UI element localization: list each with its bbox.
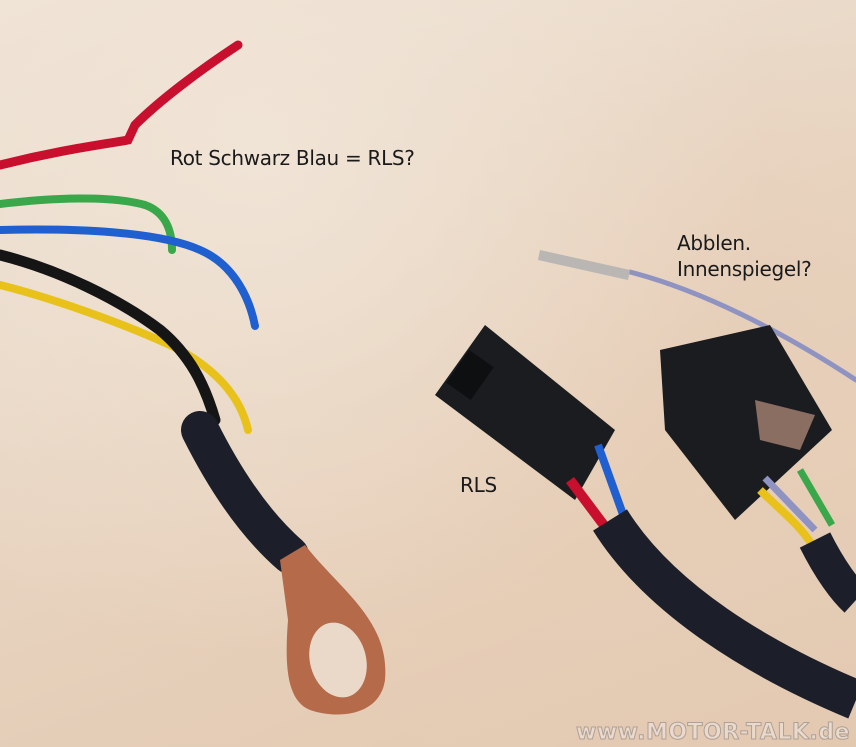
watermark: www.MOTOR-TALK.de — [576, 720, 850, 746]
ring-terminal — [280, 545, 386, 715]
red-wire — [0, 40, 243, 170]
annotation-mirror-line1: Abblen. — [677, 231, 751, 255]
grey-wire — [627, 269, 856, 383]
black-wire — [0, 249, 221, 426]
pin-contact — [538, 250, 630, 280]
mirror-harness — [799, 532, 856, 613]
mirror-grey-wire — [762, 475, 818, 533]
rls-harness — [593, 509, 856, 719]
annotation-mirror: Abblen. Innenspiegel? — [677, 230, 812, 282]
mirror-yellow-wire — [757, 487, 816, 548]
annotation-mirror-line2: Innenspiegel? — [677, 257, 812, 281]
fabric-sleeve — [181, 411, 309, 574]
mirror-connector — [660, 325, 832, 520]
annotation-rls-question: Rot Schwarz Blau = RLS? — [170, 146, 415, 170]
blue-wire — [0, 225, 259, 330]
green-wire — [0, 194, 176, 254]
rls-blue-wire — [594, 443, 629, 522]
annotation-rls: RLS — [460, 473, 497, 497]
rls-connector — [435, 325, 615, 500]
mirror-green-wire — [796, 468, 836, 527]
